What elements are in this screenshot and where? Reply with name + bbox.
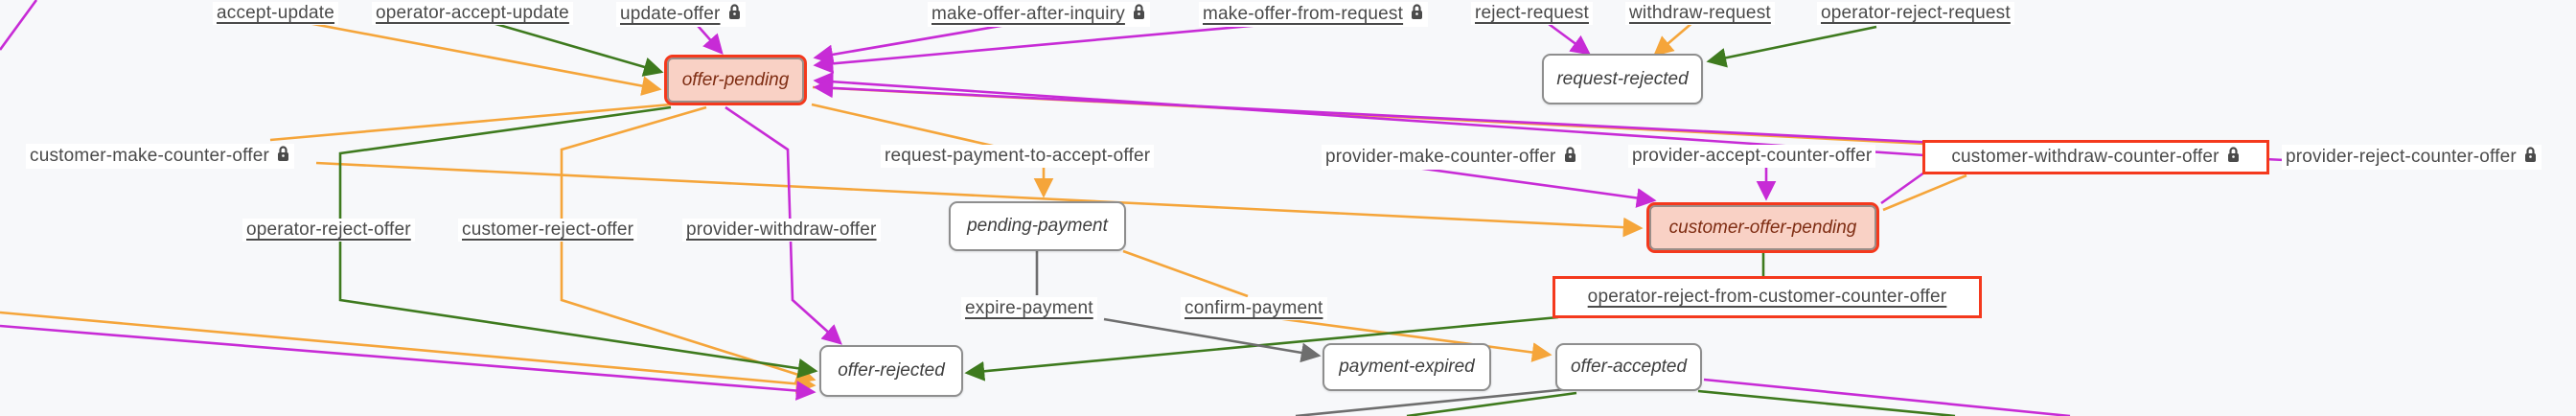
state-node-offer-rejected[interactable]: offer-rejected [819, 345, 963, 397]
state-node-label: customer-offer-pending [1668, 217, 1857, 238]
lock-icon [2226, 146, 2241, 169]
lock-icon [276, 145, 290, 168]
edge-line [1295, 387, 1569, 416]
edge-line [0, 324, 816, 401]
state-node-offer-pending[interactable]: offer-pending [664, 55, 807, 105]
transition-label-provider-make-counter-offer[interactable]: provider-make-counter-offer [1322, 145, 1581, 170]
edge-line [1882, 173, 1967, 212]
transition-label-text: reject-request [1475, 3, 1589, 23]
edge-line [1103, 317, 1322, 363]
edge-line [0, 311, 816, 394]
edge-line [1544, 19, 1592, 56]
transition-label-text: operator-reject-from-customer-counter-of… [1587, 287, 1947, 307]
transition-label-text: operator-reject-request [1821, 3, 2011, 23]
transition-label-text: expire-payment [965, 298, 1093, 318]
transition-label-text: provider-reject-counter-offer [2286, 147, 2517, 167]
transition-label-withdraw-request[interactable]: withdraw-request [1625, 2, 1775, 25]
edge-line [1697, 389, 1956, 416]
transition-label-customer-reject-offer[interactable]: customer-reject-offer [458, 219, 638, 242]
transition-label-provider-accept-counter-offer[interactable]: provider-accept-counter-offer [1628, 145, 1876, 168]
edge-line [0, 0, 38, 51]
transition-label-provider-reject-counter-offer[interactable]: provider-reject-counter-offer [2282, 145, 2542, 170]
edge-line [315, 161, 1644, 238]
transition-label-text: provider-make-counter-offer [1325, 147, 1556, 167]
transition-label-customer-make-counter-offer[interactable]: customer-make-counter-offer [26, 144, 295, 169]
lock-icon [1132, 3, 1146, 26]
state-node-label: request-rejected [1556, 68, 1689, 89]
edge-line [811, 103, 998, 149]
transition-label-text: operator-accept-update [376, 3, 569, 23]
transition-label-text: request-payment-to-accept-offer [885, 146, 1151, 166]
state-node-label: pending-payment [967, 216, 1108, 236]
transition-label-make-offer-after-inquiry[interactable]: make-offer-after-inquiry [928, 2, 1150, 27]
transition-label-text: customer-make-counter-offer [30, 146, 270, 166]
transition-label-text: customer-withdraw-counter-offer [1951, 147, 2220, 167]
edge-line [269, 103, 672, 142]
edge-line [1703, 378, 2071, 416]
lock-icon [1410, 3, 1424, 26]
transition-label-confirm-payment[interactable]: confirm-payment [1181, 297, 1327, 320]
transition-label-text: confirm-payment [1184, 298, 1323, 318]
transition-label-expire-payment[interactable]: expire-payment [961, 297, 1097, 320]
transition-label-text: provider-accept-counter-offer [1632, 146, 1873, 166]
lock-icon [2523, 146, 2538, 169]
state-node-request-rejected[interactable]: request-rejected [1542, 54, 1703, 104]
transition-label-operator-accept-update[interactable]: operator-accept-update [372, 2, 573, 25]
transition-label-text: make-offer-after-inquiry [932, 4, 1125, 24]
transition-label-operator-reject-request[interactable]: operator-reject-request [1817, 2, 2014, 25]
edge-line [1653, 20, 1695, 57]
lock-icon [727, 3, 742, 26]
state-node-customer-offer-pending[interactable]: customer-offer-pending [1646, 202, 1879, 253]
state-node-offer-accepted[interactable]: offer-accepted [1555, 343, 1702, 391]
edge-line [287, 17, 662, 96]
transition-label-text: provider-withdraw-offer [686, 220, 877, 240]
state-node-pending-payment[interactable]: pending-payment [949, 201, 1126, 251]
state-node-label: payment-expired [1339, 357, 1475, 377]
state-node-label: offer-accepted [1570, 357, 1688, 377]
transition-label-text: operator-reject-offer [246, 220, 411, 240]
edge-line [1880, 171, 1925, 205]
lock-icon [1563, 146, 1577, 169]
edge-line [478, 17, 664, 77]
state-node-label: offer-rejected [838, 360, 945, 381]
transition-label-provider-withdraw-offer[interactable]: provider-withdraw-offer [682, 219, 881, 242]
transition-label-update-offer[interactable]: update-offer [616, 2, 746, 27]
transition-label-text: accept-update [217, 3, 335, 23]
transition-label-operator-reject-offer[interactable]: operator-reject-offer [242, 219, 415, 242]
transition-label-operator-reject-from-customer-counter-offer[interactable]: operator-reject-from-customer-counter-of… [1552, 276, 1982, 318]
transition-label-text: make-offer-from-request [1203, 4, 1404, 24]
transition-label-text: customer-reject-offer [462, 220, 634, 240]
transition-label-request-payment-to-accept-offer[interactable]: request-payment-to-accept-offer [881, 145, 1155, 168]
edge-line [813, 71, 1925, 157]
transition-label-accept-update[interactable]: accept-update [213, 2, 339, 25]
edge-line [1122, 249, 1249, 298]
state-node-payment-expired[interactable]: payment-expired [1322, 343, 1491, 391]
edge-line [1276, 316, 1552, 362]
transition-label-text: update-offer [620, 4, 721, 24]
transition-label-customer-withdraw-counter-offer[interactable]: customer-withdraw-counter-offer [1922, 140, 2269, 174]
transition-label-make-offer-from-request[interactable]: make-offer-from-request [1199, 2, 1429, 27]
transition-label-text: withdraw-request [1629, 3, 1771, 23]
transition-label-reject-request[interactable]: reject-request [1471, 2, 1593, 25]
state-node-label: offer-pending [681, 69, 790, 90]
edge-line [813, 19, 1304, 74]
edge-line [1706, 25, 1877, 68]
edge-line [1406, 391, 1577, 416]
edge-line [1388, 162, 1657, 208]
